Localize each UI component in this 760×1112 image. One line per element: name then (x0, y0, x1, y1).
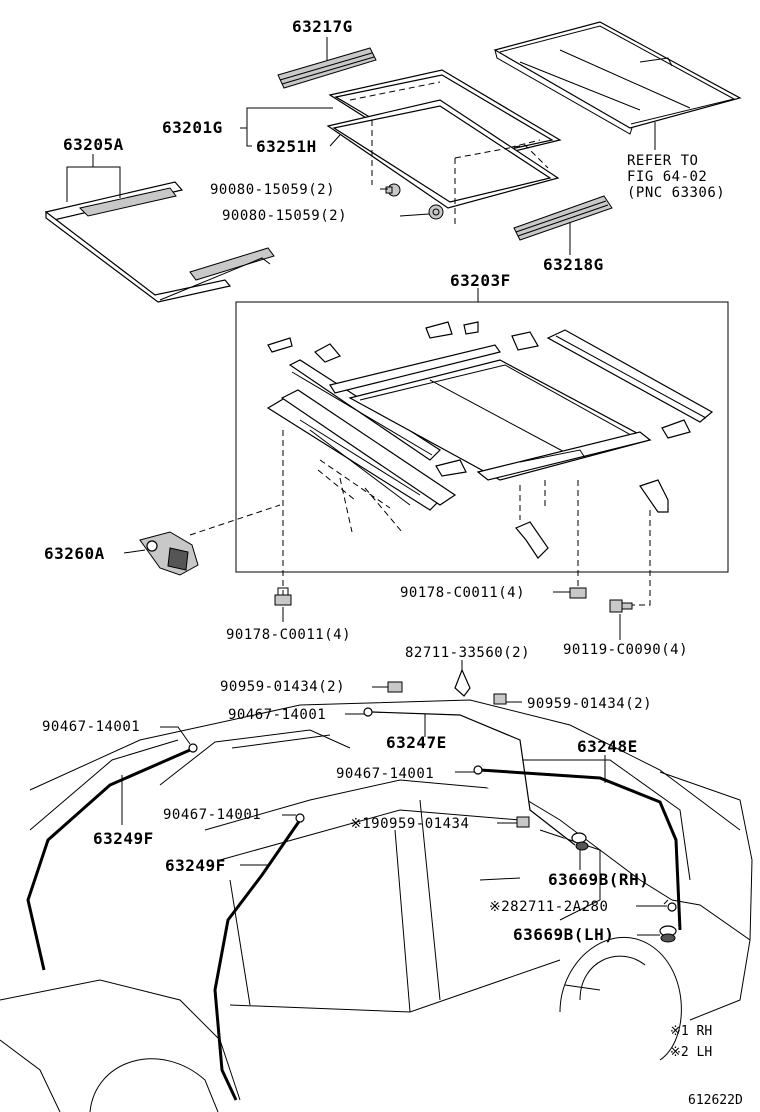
grommet-63669B-RH (571, 832, 589, 851)
label-63247E: 63247E (386, 733, 447, 752)
sunroof-frame-63203F (266, 321, 714, 559)
label-63218G: 63218G (543, 255, 604, 274)
grommet-63669B-LH (659, 925, 677, 943)
weatherstrip-63251H (326, 99, 560, 225)
label-90959-left: 90959-01434(2) (220, 679, 345, 695)
label-82711-2A280: ※282711-2A280 (489, 899, 608, 915)
label-63201G: 63201G (162, 118, 223, 137)
clip-90467-d (295, 813, 305, 823)
label-63203F: 63203F (450, 271, 511, 290)
leader-63201G (240, 107, 333, 129)
frame-assembly-box (235, 301, 729, 573)
label-90959-note: ※190959-01434 (350, 816, 469, 832)
leader-motor-dash (189, 504, 281, 536)
label-90959-right: 90959-01434(2) (527, 696, 652, 712)
label-63249F-a: 63249F (93, 829, 154, 848)
label-63217G: 63217G (292, 17, 353, 36)
clip-82711-33560 (454, 668, 471, 697)
label-63248E: 63248E (577, 737, 638, 756)
clip-82711-2A280 (663, 899, 677, 912)
drain-hose-63248E (479, 768, 682, 931)
drain-hose-63249F-b (213, 819, 302, 1101)
label-90080-b: 90080-15059(2) (222, 208, 347, 224)
label-63669B-RH: 63669B(RH) (548, 870, 649, 889)
leader-63201G-branch (246, 128, 252, 147)
drain-hose-63249F-a (26, 748, 191, 971)
drain-frame-63205A (44, 181, 275, 303)
label-63260A: 63260A (44, 544, 105, 563)
label-63205A: 63205A (63, 135, 124, 154)
clip-90467-c (473, 765, 483, 775)
bolt-90178-right (569, 587, 587, 599)
label-63669B-LH: 63669B(LH) (513, 925, 614, 944)
figure-id: 612622D (688, 1093, 743, 1108)
refer-line-3: (PNC 63306) (627, 185, 725, 201)
clamp-90959-left (387, 681, 403, 693)
leader-90467-b (160, 726, 191, 745)
refer-line-1: REFER TO (627, 153, 698, 169)
strip-63218G (513, 195, 613, 241)
screw-90080-b (428, 204, 444, 220)
deflector-strip-63217G (277, 47, 377, 89)
clamp-90959-note (516, 816, 530, 828)
bolt-90178-left (274, 587, 292, 606)
motor-63260A (139, 531, 199, 576)
legend-note-2: ※2 LH (670, 1045, 712, 1060)
leader-90080-b (399, 213, 430, 217)
car-body-outline (0, 699, 753, 1112)
screw-90080-a (371, 120, 401, 197)
clamp-90959-right (493, 693, 507, 705)
clip-90467-b (188, 743, 198, 753)
label-90467-a: 90467-14001 (228, 707, 326, 723)
sunshade-panel (493, 21, 742, 135)
label-82711-33560: 82711-33560(2) (405, 645, 530, 661)
label-90467-b: 90467-14001 (42, 719, 140, 735)
leader-63251H (329, 134, 341, 147)
leader-63260A (123, 549, 146, 554)
label-90178-left: 90178-C0011(4) (226, 627, 351, 643)
clip-90467-a (363, 707, 373, 717)
legend-note-1: ※1 RH (670, 1024, 712, 1039)
label-90467-c: 90467-14001 (336, 766, 434, 782)
label-90119: 90119-C0090(4) (563, 642, 688, 658)
label-90467-d: 90467-14001 (163, 807, 261, 823)
screw-90119 (609, 599, 633, 613)
refer-line-2: FIG 64-02 (627, 169, 707, 185)
label-63249F-b: 63249F (165, 856, 226, 875)
label-90080-a: 90080-15059(2) (210, 182, 335, 198)
leader-screw-90119-dash (630, 510, 651, 606)
label-90178-right: 90178-C0011(4) (400, 585, 525, 601)
drain-hose-63247E (371, 711, 576, 846)
label-63251H: 63251H (256, 137, 317, 156)
